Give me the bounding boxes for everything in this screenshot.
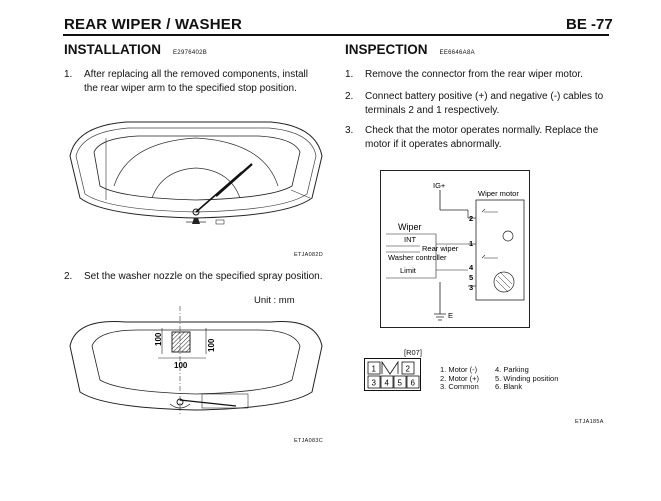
ground-label: E bbox=[448, 311, 453, 320]
connector-pin-diagram: 1 2 3 4 5 6 bbox=[364, 358, 421, 391]
inspection-step-2: 2. Connect battery positive (+) and nega… bbox=[345, 90, 615, 120]
step-line: the rear wiper arm to the specified stop… bbox=[84, 83, 297, 94]
rear-wiper-label: Rear wiper bbox=[422, 244, 459, 253]
step-line: Check that the motor operates normally. … bbox=[365, 125, 599, 136]
step-text: Remove the connector from the rear wiper… bbox=[365, 69, 583, 80]
dim-vertical-right: 100 bbox=[207, 338, 216, 352]
inspection-figure-code: ETJA185A bbox=[575, 419, 604, 425]
inspection-step-3: 3. Check that the motor operates normall… bbox=[345, 124, 615, 154]
pin-number: 3 bbox=[372, 379, 377, 388]
step-text: Set the washer nozzle on the specified s… bbox=[84, 271, 323, 282]
installation-step-2: 2. Set the washer nozzle on the specifie… bbox=[64, 270, 334, 286]
step-line: motor if it operates abnormally. bbox=[365, 139, 502, 150]
legend-item: 2. Motor (+) bbox=[440, 373, 479, 383]
pin-number: 4 bbox=[385, 379, 390, 388]
inspection-heading: INSPECTION EE6646A8A bbox=[345, 42, 475, 57]
connector-legend: 1. Motor (-) 4. Parking 2. Motor (+) 5. Wi… bbox=[440, 365, 559, 392]
step-text: Connect battery positive (+) and negativ… bbox=[365, 90, 615, 118]
ig-label: IG+ bbox=[433, 181, 446, 190]
step-line: terminals 2 and 1 respectively. bbox=[365, 105, 500, 116]
int-label: INT bbox=[404, 235, 417, 244]
washer-spray-figure: 100 100 100 bbox=[69, 306, 323, 414]
terminal-label: 3 bbox=[469, 283, 473, 292]
legend-item: 3. Common bbox=[440, 382, 479, 392]
step-line: After replacing all the removed componen… bbox=[84, 69, 309, 80]
terminal-label: 4 bbox=[469, 263, 474, 272]
header-divider bbox=[63, 34, 609, 36]
step-text: After replacing all the removed componen… bbox=[84, 68, 334, 96]
dim-vertical-left: 100 bbox=[154, 332, 163, 346]
page-number: BE -77 bbox=[566, 16, 613, 33]
terminal-label: 2 bbox=[469, 214, 473, 223]
installation-step-1: 1. After replacing all the removed compo… bbox=[64, 68, 334, 98]
figure-code-2: ETJA083C bbox=[294, 438, 323, 444]
legend-item: 5. Winding position bbox=[495, 373, 559, 383]
terminal-label: 5 bbox=[469, 273, 473, 282]
step-number: 2. bbox=[64, 271, 73, 282]
pin-number: 5 bbox=[398, 379, 403, 388]
step-number: 1. bbox=[345, 69, 354, 80]
unit-label: Unit : mm bbox=[254, 295, 295, 306]
limit-label: Limit bbox=[400, 266, 417, 275]
installation-heading: INSTALLATION E2976402B bbox=[64, 42, 207, 57]
inspection-step-1: 1. Remove the connector from the rear wi… bbox=[345, 68, 615, 84]
legend-item: 4. Parking bbox=[495, 365, 529, 374]
step-text: Check that the motor operates normally. … bbox=[365, 124, 615, 152]
installation-code: E2976402B bbox=[173, 50, 208, 56]
pin-number: 2 bbox=[406, 365, 411, 374]
legend-item: 1. Motor (-) bbox=[440, 365, 478, 374]
pin-number: 6 bbox=[411, 379, 416, 388]
step-number: 3. bbox=[345, 125, 354, 136]
pin-number: 1 bbox=[372, 365, 377, 374]
inspection-title: INSPECTION bbox=[345, 42, 428, 57]
terminal-label: 1 bbox=[469, 239, 473, 248]
rear-wiper-stop-figure bbox=[69, 121, 323, 225]
step-number: 2. bbox=[345, 91, 354, 102]
dim-horizontal: 100 bbox=[174, 361, 188, 370]
inspection-code: EE6646A8A bbox=[439, 50, 475, 56]
step-number: 1. bbox=[64, 69, 73, 80]
step-line: Connect battery positive (+) and negativ… bbox=[365, 91, 604, 102]
page-title: REAR WIPER / WASHER bbox=[64, 16, 242, 33]
washer-controller-label: Washer controller bbox=[388, 253, 447, 262]
figure-code: ETJA082D bbox=[294, 252, 323, 258]
connector-label: [R07] bbox=[404, 348, 422, 357]
legend-item: 6. Blank bbox=[495, 382, 523, 392]
wiper-circuit-diagram: IG+ Wiper motor 2 1 4 5 3 Wiper INT Rear… bbox=[380, 170, 530, 328]
wiper-motor-label: Wiper motor bbox=[478, 189, 519, 198]
wiper-label: Wiper bbox=[398, 222, 422, 232]
installation-title: INSTALLATION bbox=[64, 42, 161, 57]
